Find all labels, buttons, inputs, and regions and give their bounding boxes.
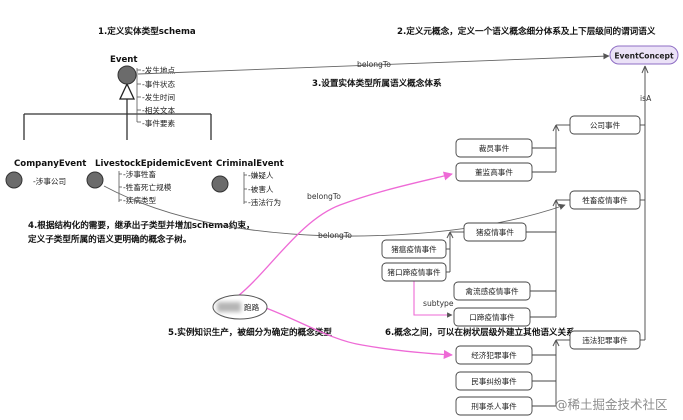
edge-livestock-belongto-concept: [103, 185, 566, 237]
criminal-event-attr-violation: -违法行为: [248, 197, 281, 207]
event-attr-status: -事件状态: [142, 79, 176, 89]
concept-node-exec-high[interactable]: 董监高事件: [455, 162, 533, 182]
event-attr-text: -相关文本: [142, 105, 176, 115]
heading-3: 3.设置实体类型所属语义概念体系: [312, 77, 442, 89]
criminal-event-attr-victim: -被害人: [248, 184, 274, 194]
concept-node-company[interactable]: 公司事件: [569, 115, 641, 135]
instance-redacted-block: [217, 302, 241, 312]
concept-label-pig-fever: 猪瘟疫情事件: [391, 244, 437, 254]
event-concept-root[interactable]: [609, 45, 679, 65]
event-class-name: Event: [110, 55, 138, 65]
event-attr-time: -发生时间: [142, 92, 175, 102]
edge-label-subtype: subtype: [423, 299, 454, 308]
edge-label-belongto-pink: belongTo: [307, 192, 341, 201]
edge-label-belongto-mid: belongTo: [318, 231, 352, 240]
livestock-event-attr-scale: -牲畜死亡规模: [123, 182, 172, 192]
heading-1: 1.定义实体类型schema: [98, 25, 196, 37]
edge-label-belongto-top: belongTo: [357, 60, 391, 69]
edge-event-belongto-eventconcept: [137, 53, 610, 75]
concept-label-murder: 刑事杀人事件: [471, 401, 517, 411]
concept-node-economic[interactable]: 经济犯罪事件: [455, 345, 533, 365]
concept-tree-arrowheads: [446, 65, 649, 347]
edge-instance-to-economic: [257, 304, 453, 360]
concept-node-fmd[interactable]: 口蹄疫情事件: [453, 307, 531, 327]
heading-4-line2: 定义子类型所属的语义更明确的概念子树。: [28, 233, 191, 245]
edge-label-isa: isA: [640, 94, 652, 103]
inheritance-arrowheads: [118, 82, 136, 100]
concept-label-economic: 经济犯罪事件: [471, 350, 517, 360]
criminal-event-node-circle[interactable]: [211, 175, 229, 193]
company-event-attr-company: -涉事公司: [33, 176, 66, 186]
concept-node-pig-fmd[interactable]: 猪口蹄疫情事件: [381, 262, 447, 282]
livestock-event-attr-animal: -涉事牲畜: [123, 169, 157, 179]
livestock-event-class-name: LivestockEpidemicEvent: [95, 159, 212, 169]
concept-label-exec-high: 董监高事件: [475, 167, 513, 177]
criminal-event-attr-suspect: -嫌疑人: [248, 170, 274, 180]
concept-label-pig-fmd: 猪口蹄疫情事件: [387, 267, 441, 277]
event-attr-location: -发生地点: [142, 65, 176, 75]
concept-node-layoff[interactable]: 裁员事件: [455, 138, 533, 158]
event-node-circle[interactable]: [117, 65, 137, 85]
concept-node-pig-fever[interactable]: 猪瘟疫情事件: [381, 239, 447, 259]
livestock-event-node-circle[interactable]: [86, 171, 104, 189]
concept-label-bird-flu: 禽流感疫情事件: [465, 286, 519, 296]
concept-label-livestock: 牲畜疫情事件: [582, 195, 628, 205]
heading-5: 5.实例知识生产，被细分为确定的概念类型: [168, 326, 332, 338]
event-attr-bracket: [136, 68, 141, 123]
concept-node-livestock[interactable]: 牲畜疫情事件: [569, 190, 641, 210]
heading-2: 2.定义元概念，定义一个语义概念细分体系及上下层级间的谓词语义: [397, 25, 656, 37]
concept-node-criminal[interactable]: 违法犯罪事件: [569, 330, 641, 350]
schema-tree-lines: [23, 73, 212, 140]
company-event-class-name: CompanyEvent: [14, 159, 86, 169]
concept-tree-lines: [446, 66, 646, 407]
criminal-attr-bracket: [243, 172, 247, 204]
watermark: @稀土掘金技术社区: [555, 397, 668, 412]
concept-label-company: 公司事件: [590, 120, 621, 130]
livestock-attr-bracket: [118, 171, 122, 202]
edge-instance-to-exec-high: [237, 171, 453, 297]
livestock-event-attr-disease: -疾病类型: [123, 195, 157, 205]
concept-label-civil: 民事纠纷事件: [471, 376, 517, 386]
edge-subtype: [413, 279, 453, 318]
concept-node-pig[interactable]: 猪疫情事件: [463, 222, 527, 242]
criminal-event-class-name: CriminalEvent: [216, 159, 284, 169]
instance-label: 跑路: [244, 302, 260, 312]
concept-node-bird-flu[interactable]: 禽流感疫情事件: [453, 281, 531, 301]
event-concept-root-label: EventConcept: [614, 52, 674, 61]
heading-4-line1: 4.根据结构化的需要，继承出子类型并增加schema约束，: [28, 219, 255, 231]
concept-label-criminal: 违法犯罪事件: [582, 335, 628, 345]
company-event-node-circle[interactable]: [5, 171, 23, 189]
concept-label-fmd: 口蹄疫情事件: [469, 312, 515, 322]
instance-node[interactable]: 跑路: [212, 294, 268, 320]
concept-node-civil[interactable]: 民事纠纷事件: [455, 371, 533, 391]
concept-label-pig: 猪疫情事件: [476, 227, 514, 237]
event-attr-elements: -事件要素: [142, 118, 176, 128]
concept-node-murder[interactable]: 刑事杀人事件: [455, 396, 533, 416]
concept-label-layoff: 裁员事件: [479, 143, 510, 153]
heading-6: 6.概念之间，可以在树状层级外建立其他语义关系: [385, 326, 575, 338]
